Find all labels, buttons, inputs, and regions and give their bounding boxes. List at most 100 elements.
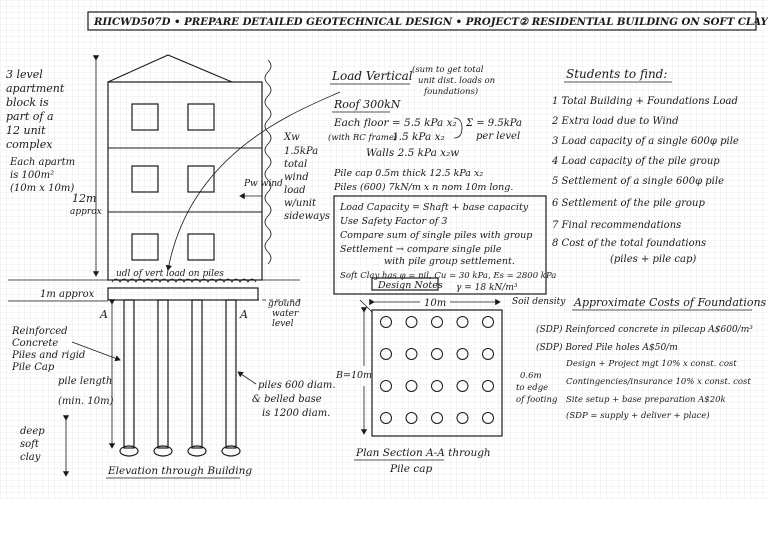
- piles-note: & belled base: [252, 394, 322, 405]
- wind-line: wind: [284, 172, 309, 183]
- building-notes: 3 level apartment block is part of a 12 …: [6, 68, 75, 194]
- wind-line: total: [284, 159, 307, 170]
- tasks-title: Students to find:: [566, 67, 667, 81]
- foundation: udl of vert load on piles 1m approx A A …: [8, 269, 301, 329]
- pile-circle: [431, 412, 443, 424]
- task-item: 5 Settlement of a single 600φ pile: [552, 176, 724, 187]
- reinforced-label: Reinforced: [11, 326, 68, 337]
- load-note: (sum to get total: [412, 64, 484, 75]
- capacity-line: Soft Clay has φ = nil, Cu = 30 kPa, Es =…: [340, 271, 556, 281]
- pile-circle: [405, 348, 418, 360]
- cost-item: (SDP = supply + deliver + place): [566, 410, 710, 421]
- building-note: apartment: [6, 82, 65, 95]
- floor-load: Each floor = 5.5 kPa x₂: [333, 117, 457, 129]
- unit-weight: γ = 18 kN/m³: [456, 283, 518, 293]
- window: [187, 233, 215, 261]
- pile-cap-plan: [371, 309, 503, 437]
- task-item: 6 Settlement of the pile group: [552, 198, 705, 209]
- pile-circle: [482, 380, 494, 392]
- costs: Approximate Costs of Foundations (SDP) R…: [536, 296, 767, 421]
- plan-caption: Pile cap: [389, 463, 432, 475]
- wind-line: load: [284, 185, 306, 196]
- edge-note: 0.6m: [520, 371, 542, 381]
- capacity-box: Load Capacity = Shaft + base capacity Us…: [333, 195, 556, 295]
- cost-item: (SDP) Bored Pile holes A$50/m: [536, 342, 678, 353]
- depth-label: 1m approx: [40, 289, 95, 300]
- task-item: 2 Extra load due to Wind: [551, 116, 678, 127]
- building-note: block is: [6, 96, 49, 109]
- grid-paper: [0, 0, 768, 500]
- sum-value: Σ = 9.5kPa: [465, 118, 522, 129]
- live-load: 1.5 kPa x₂: [392, 131, 445, 143]
- ground-water-label: level: [272, 319, 294, 329]
- task-item: 1 Total Building + Foundations Load: [552, 96, 738, 107]
- pile-circle: [431, 380, 443, 392]
- capacity-line: Load Capacity = Shaft + base capacity: [339, 202, 529, 213]
- building-note: is 100m²: [10, 170, 54, 181]
- walls-load: Walls 2.5 kPa x₂w: [366, 147, 459, 159]
- clay-label: deep: [20, 426, 45, 437]
- sum-value: per level: [476, 131, 520, 142]
- piles: [119, 299, 241, 457]
- pile: [157, 299, 169, 449]
- window: [131, 233, 159, 261]
- roof-load: Roof 300kN: [333, 98, 401, 111]
- costs-title: Approximate Costs of Foundations: [573, 296, 767, 309]
- task-item: (piles + pile cap): [610, 254, 696, 265]
- pile-circle: [405, 316, 418, 328]
- wind-line: sideways: [284, 211, 330, 222]
- plan-caption: Plan Section A-A through: [355, 447, 491, 459]
- pile-circle: [482, 348, 494, 360]
- cost-item: Design + Project mgt 10% x const. cost: [565, 359, 737, 369]
- piles-note: piles 600 diam.: [258, 380, 336, 391]
- pile-circle: [431, 316, 443, 328]
- pile-circle: [482, 316, 494, 328]
- window: [187, 165, 215, 193]
- design-notes-label: Design Notes: [377, 280, 443, 291]
- task-item: 8 Cost of the total foundations: [552, 238, 706, 249]
- clay-label: soft: [20, 439, 40, 450]
- frame-note: (with RC frame): [328, 132, 397, 143]
- load-vertical-title: Load Vertical: [331, 69, 413, 83]
- wind-labels: Xw 1.5kPa total wind load w/unit sideway…: [239, 132, 330, 222]
- title-block: RIICWD507D • PREPARE DETAILED GEOTECHNIC…: [87, 11, 768, 31]
- window: [187, 103, 215, 131]
- plan-section: 10m Soil density B=10m 0.6m to edge of f…: [335, 297, 566, 475]
- udl-label: udl of vert load on piles: [116, 269, 224, 279]
- edge-note: of footing: [516, 395, 558, 405]
- wind-line: w/unit: [284, 198, 317, 209]
- task-item: 3 Load capacity of a single 600φ pile: [552, 136, 739, 147]
- pile-circle: [456, 348, 469, 360]
- edge-note: to edge: [516, 383, 548, 393]
- window: [131, 103, 159, 131]
- design-notes-tag: [371, 277, 439, 291]
- capacity-line: Settlement → compare single pile: [340, 244, 502, 255]
- tasks: Students to find: 1 Total Building + Fou…: [551, 67, 739, 265]
- pile-cap: [107, 287, 259, 301]
- piles-note: is 1200 diam.: [262, 408, 330, 419]
- task-item: 4 Load capacity of the pile group: [551, 156, 720, 167]
- height-dimension: 12m approx: [70, 55, 102, 277]
- pile-circle: [482, 412, 494, 424]
- section-mark-left: A: [99, 308, 108, 321]
- pile: [191, 299, 203, 449]
- reinforced-label: Concrete: [12, 338, 58, 349]
- pile-grid: [380, 316, 494, 424]
- pile-circle: [380, 412, 392, 424]
- capacity-line: Use Safety Factor of 3: [340, 216, 447, 227]
- window: [131, 165, 159, 193]
- load-note: unit dist. loads on: [418, 76, 495, 86]
- reinforced-label: Piles and rigid: [11, 350, 85, 361]
- capacity-line: with pile group settlement.: [384, 256, 515, 267]
- building-note: 3 level: [6, 68, 43, 81]
- pile-circle: [431, 348, 443, 360]
- pile-circle: [456, 316, 469, 328]
- load-note: foundations): [423, 86, 478, 97]
- pile-circle: [405, 380, 418, 392]
- pile-cap-load: Pile cap 0.5m thick 12.5 kPa x₂: [333, 168, 483, 179]
- wind-line: 1.5kPa: [284, 146, 318, 157]
- elevation-caption: Elevation through Building: [107, 465, 252, 477]
- clay-label: clay: [20, 452, 41, 463]
- pile-circle: [380, 316, 392, 328]
- building-note: part of a: [6, 110, 54, 123]
